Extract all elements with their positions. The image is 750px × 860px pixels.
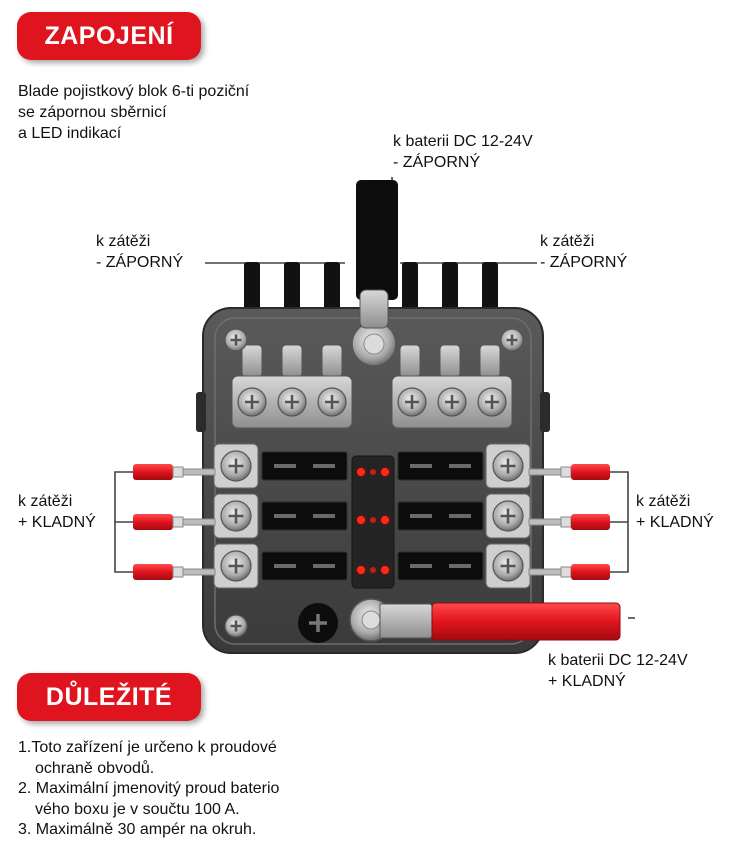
bus-screw bbox=[477, 387, 507, 417]
positive-terminal bbox=[485, 493, 531, 539]
label-load-negative-left: k zátěži - ZÁPORNÝ bbox=[96, 231, 183, 273]
led-indicator bbox=[380, 467, 390, 477]
mounting-screw bbox=[224, 614, 248, 638]
fuse-slot bbox=[397, 551, 484, 581]
led-indicator bbox=[380, 565, 390, 575]
terminal-screw bbox=[492, 450, 524, 482]
mounting-screw bbox=[224, 328, 248, 352]
label-line: - ZÁPORNÝ bbox=[393, 154, 481, 171]
label-line: + KLADNÝ bbox=[18, 514, 96, 531]
description-line: Blade pojistkový blok 6-ti poziční bbox=[18, 83, 250, 100]
led-indicator bbox=[370, 469, 376, 475]
led-indicator bbox=[356, 515, 366, 525]
label-battery-positive: k baterii DC 12-24V + KLADNÝ bbox=[548, 650, 688, 692]
positive-terminal bbox=[213, 493, 259, 539]
positive-terminal bbox=[213, 543, 259, 589]
terminal-screw bbox=[220, 550, 252, 582]
bus-screw bbox=[397, 387, 427, 417]
note-line: 1.Toto zařízení je určeno k proudové bbox=[18, 739, 277, 756]
fuse-slot bbox=[261, 501, 348, 531]
negative-bus-screws bbox=[237, 387, 507, 417]
positive-load-wires bbox=[133, 464, 610, 580]
label-line: - ZÁPORNÝ bbox=[540, 254, 628, 271]
led-indicator bbox=[356, 467, 366, 477]
led-indicator bbox=[380, 515, 390, 525]
section-badge-wiring: ZAPOJENÍ bbox=[17, 12, 201, 60]
label-line: + KLADNÝ bbox=[636, 514, 714, 531]
fuse-slots bbox=[261, 451, 484, 581]
description-line: se zápornou sběrnicí bbox=[18, 104, 167, 121]
label-load-positive-left: k zátěži + KLADNÝ bbox=[18, 491, 96, 533]
positive-terminal bbox=[485, 443, 531, 489]
fuse-slot bbox=[397, 501, 484, 531]
label-load-positive-right: k zátěži + KLADNÝ bbox=[636, 491, 714, 533]
fuse-slot bbox=[261, 451, 348, 481]
bus-screw bbox=[237, 387, 267, 417]
description-line: a LED indikací bbox=[18, 125, 122, 142]
note-line: 3. Maximálně 30 ampér na okruh. bbox=[18, 821, 257, 838]
positive-load-wire-right bbox=[528, 514, 610, 530]
led-indicators bbox=[356, 467, 390, 575]
bus-screw bbox=[317, 387, 347, 417]
bus-screw bbox=[277, 387, 307, 417]
positive-load-wire-left bbox=[133, 564, 216, 580]
label-battery-negative: k baterii DC 12-24V - ZÁPORNÝ bbox=[393, 131, 533, 173]
label-line: - ZÁPORNÝ bbox=[96, 254, 184, 271]
fuse-slot bbox=[397, 451, 484, 481]
led-indicator bbox=[370, 567, 376, 573]
battery-positive-cable bbox=[431, 602, 621, 641]
positive-terminal bbox=[213, 443, 259, 489]
label-line: k baterii DC 12-24V bbox=[548, 652, 688, 669]
label-line: k baterii DC 12-24V bbox=[393, 133, 533, 150]
label-line: k zátěži bbox=[540, 233, 595, 250]
positive-terminal bbox=[485, 543, 531, 589]
label-line: + KLADNÝ bbox=[548, 673, 626, 690]
positive-load-wire-right bbox=[528, 464, 610, 480]
led-indicator bbox=[370, 517, 376, 523]
description-text: Blade pojistkový blok 6-ti poziční se zá… bbox=[18, 81, 249, 144]
label-line: k zátěži bbox=[636, 493, 691, 510]
terminal-screw bbox=[220, 450, 252, 482]
battery-negative-cable bbox=[356, 180, 398, 300]
label-line: k zátěži bbox=[96, 233, 151, 250]
label-line: k zátěži bbox=[18, 493, 73, 510]
positive-load-wire-left bbox=[133, 514, 216, 530]
terminal-screw bbox=[220, 500, 252, 532]
led-indicator bbox=[356, 565, 366, 575]
note-line: vého boxu je v součtu 100 A. bbox=[35, 800, 240, 818]
terminal-screw bbox=[492, 500, 524, 532]
mounting-screw bbox=[500, 328, 524, 352]
label-load-negative-right: k zátěži - ZÁPORNÝ bbox=[540, 231, 627, 273]
note-line: ochraně obvodů. bbox=[35, 759, 155, 777]
positive-load-wire-right bbox=[528, 564, 610, 580]
positive-load-wire-left bbox=[133, 464, 216, 480]
note-line: 2. Maximální jmenovitý proud baterio bbox=[18, 780, 280, 797]
bus-screw bbox=[437, 387, 467, 417]
fuse-slot bbox=[261, 551, 348, 581]
section-badge-important: DŮLEŽITÉ bbox=[17, 673, 201, 721]
terminal-screw bbox=[492, 550, 524, 582]
important-notes: 1.Toto zařízení je určeno k proudové och… bbox=[18, 738, 279, 841]
positive-load-terminals bbox=[213, 443, 531, 589]
